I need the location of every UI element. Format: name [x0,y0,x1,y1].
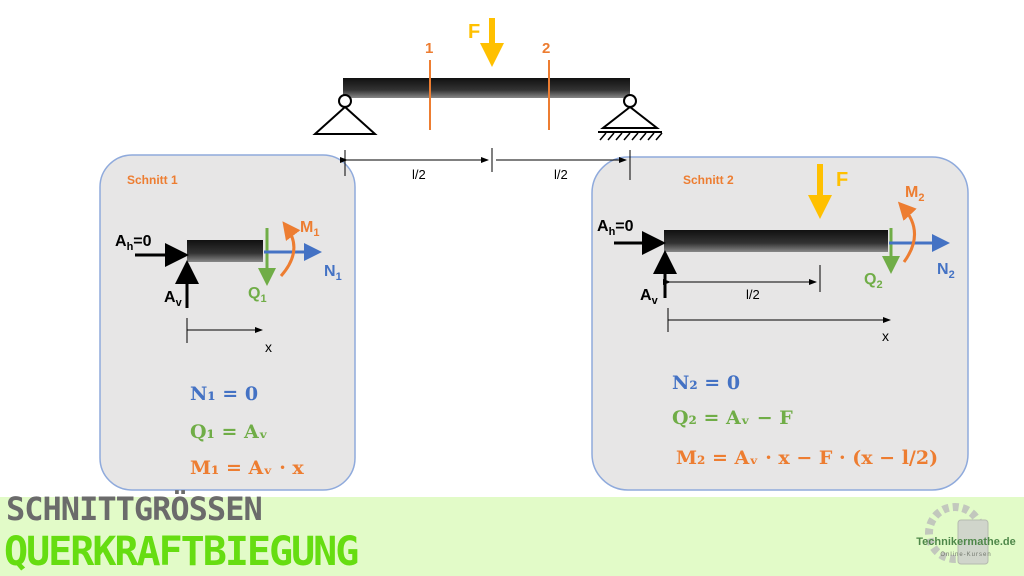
q1-label: Q1 [248,285,267,305]
schnitt-2-content: Schnitt 2 F Ah=0 Av Q2 N2 M2 l/2 x N₂ = … [597,164,955,469]
dim-label-right: l/2 [746,287,760,302]
dim-label-1: l/2 [412,167,426,182]
footer-band [0,497,1024,576]
schnitt-1-title: Schnitt 1 [127,173,178,187]
equation-n2: N₂ = 0 [672,372,740,394]
dim-label-2: l/2 [554,167,568,182]
equation-m2: M₂ = Aᵥ · x − F · (x − l/2) [676,447,938,469]
technikermathe-logo: Technikermathe.de Online-Kursen [916,503,1016,565]
equation-m1: M₁ = Aᵥ · x [190,457,304,479]
cut-label-1: 1 [425,40,433,57]
equation-q1: Q₁ = Aᵥ [190,421,268,443]
schnitt-1-content: Schnitt 1 Ah=0 Av Q1 N1 M1 x N₁ = 0 Q₁ =… [115,173,342,479]
calculator-icon [957,519,989,565]
svg-text:Technikermathe.de: Technikermathe.de [916,536,1015,548]
force-label: F [468,21,480,43]
force-label-2: F [836,169,848,191]
cut-label-2: 2 [542,40,550,57]
top-beam-system: 1 2 F l/2 l/2 [312,18,663,182]
fixed-support-icon [312,105,378,135]
roller-support-icon [600,105,660,129]
ah-label-2: Ah=0 [597,218,634,238]
panel-schnitt-2 [591,156,969,491]
ah-label: Ah=0 [115,233,152,253]
x-label-1: x [265,339,272,355]
beam-segment-1 [187,240,263,262]
footer-title-2: QUERKRAFTBIEGUNG [4,529,358,575]
av-label-2: Av [640,287,659,307]
svg-text:Online-Kursen: Online-Kursen [940,552,991,558]
equation-q2: Q₂ = Aᵥ − F [672,407,793,429]
n1-label: N1 [324,263,342,283]
equation-n1: N₁ = 0 [190,383,258,405]
q2-label: Q2 [864,271,883,291]
av-label: Av [164,289,183,309]
m1-label: M1 [300,219,319,239]
m1-arrow [279,221,301,277]
beam-segment-2 [664,230,888,252]
n2-label: N2 [937,261,955,281]
pin-right [623,94,637,108]
pin-left [338,94,352,108]
footer-title-1: SCHNITTGRÖSSEN [6,490,262,528]
schnitt-2-title: Schnitt 2 [683,173,734,187]
x-label-2: x [882,328,889,344]
m2-label: M2 [905,184,924,204]
m2-arrow [897,201,917,263]
beam [343,78,630,98]
